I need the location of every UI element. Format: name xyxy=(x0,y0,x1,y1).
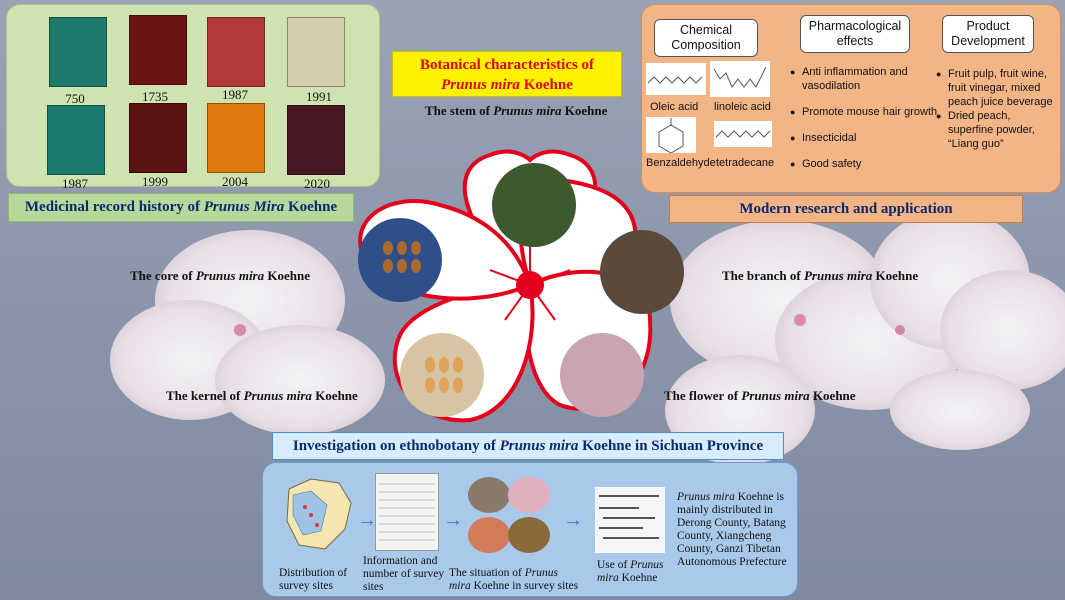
step-caption: Distribution of survey sites xyxy=(279,567,348,592)
book-cover-image xyxy=(129,15,187,85)
medicinal-history-panel: 750 1735 1987 1991 1987 1999 2004 2020 xyxy=(6,4,380,191)
effect-item: Insecticidal xyxy=(790,131,922,145)
label-flower: The flower of Prunus mira Koehne xyxy=(664,388,856,403)
branch-photo xyxy=(600,230,684,314)
sichuan-map-image xyxy=(286,478,352,550)
label-core: The core of Prunus mira Koehne xyxy=(130,268,310,283)
header-pharmacological-effects: Pharmacological effects xyxy=(800,15,910,53)
effect-item: Promote mouse hair growth xyxy=(790,105,942,119)
flower-diagram xyxy=(358,149,684,423)
investigation-panel: Distribution of survey sites → Informati… xyxy=(262,462,798,597)
research-caption: Modern research and application xyxy=(669,195,1023,223)
product-item: Fruit pulp, fruit wine, fruit vinegar, m… xyxy=(936,67,1056,109)
effect-item: Anti inflammation and vasodilation xyxy=(790,65,922,93)
modern-research-panel: Chemical Composition Pharmacological eff… xyxy=(641,4,1061,193)
chemical-name: linoleic acid xyxy=(714,101,771,113)
book-cover-image xyxy=(207,17,265,87)
book-year: 1987 xyxy=(62,176,88,191)
tetradecane-structure xyxy=(714,121,772,147)
book-year: 1999 xyxy=(142,174,168,189)
step-caption: Use of Prunus mira Koehne xyxy=(597,559,664,584)
book-cover-image xyxy=(49,17,107,87)
book-cover-image xyxy=(287,105,345,175)
distribution-summary: Prunus mira Koehne is mainly distributed… xyxy=(677,491,787,568)
header-product-development: Product Development xyxy=(942,15,1034,53)
kernel-photo xyxy=(400,333,484,417)
header-chemical-composition: Chemical Composition xyxy=(654,19,758,57)
arrow-right-icon: → xyxy=(443,509,463,531)
arrow-right-icon: → xyxy=(563,509,583,531)
book-cover-image xyxy=(129,103,187,173)
chemical-name: Benzaldehyde xyxy=(646,157,716,169)
product-item: Dried peach, superfine powder, “Liang gu… xyxy=(936,109,1056,151)
oleic-acid-structure xyxy=(646,63,706,95)
book-year: 2020 xyxy=(304,176,330,191)
book-cover-image xyxy=(207,103,265,173)
arrow-right-icon: → xyxy=(357,509,377,531)
step-caption: The situation of Prunus mira Koehne in s… xyxy=(449,567,579,592)
chemical-name: tetradecane xyxy=(716,157,775,169)
chemical-name: Oleic acid xyxy=(650,101,699,113)
benzaldehyde-structure xyxy=(646,117,696,153)
book-year: 1735 xyxy=(142,89,168,104)
book-cover-image xyxy=(287,17,345,87)
book-cover-image xyxy=(47,105,105,175)
history-caption: Medicinal record history of Prunus Mira … xyxy=(8,193,354,222)
step-caption: Information and number of survey sites xyxy=(363,555,445,593)
label-kernel: The kernel of Prunus mira Koehne xyxy=(166,388,358,403)
book-year: 2004 xyxy=(222,174,248,189)
investigation-title: Investigation on ethnobotany of Prunus m… xyxy=(272,432,784,460)
book-year: 1991 xyxy=(306,89,332,104)
label-stem: The stem of Prunus mira Koehne xyxy=(425,103,608,118)
flower-photo xyxy=(560,333,644,417)
book-year: 1987 xyxy=(222,87,248,102)
book-year: 750 xyxy=(65,91,85,106)
effect-item: Good safety xyxy=(790,157,922,171)
label-branch: The branch of Prunus mira Koehne xyxy=(722,268,919,283)
stem-photo xyxy=(492,163,576,247)
linoleic-acid-structure xyxy=(710,61,770,97)
survey-situation-photos xyxy=(467,475,551,555)
page-title: Botanical characteristics of Prunus mira… xyxy=(392,51,622,97)
use-table-image xyxy=(595,487,665,553)
survey-table-image xyxy=(375,473,439,551)
